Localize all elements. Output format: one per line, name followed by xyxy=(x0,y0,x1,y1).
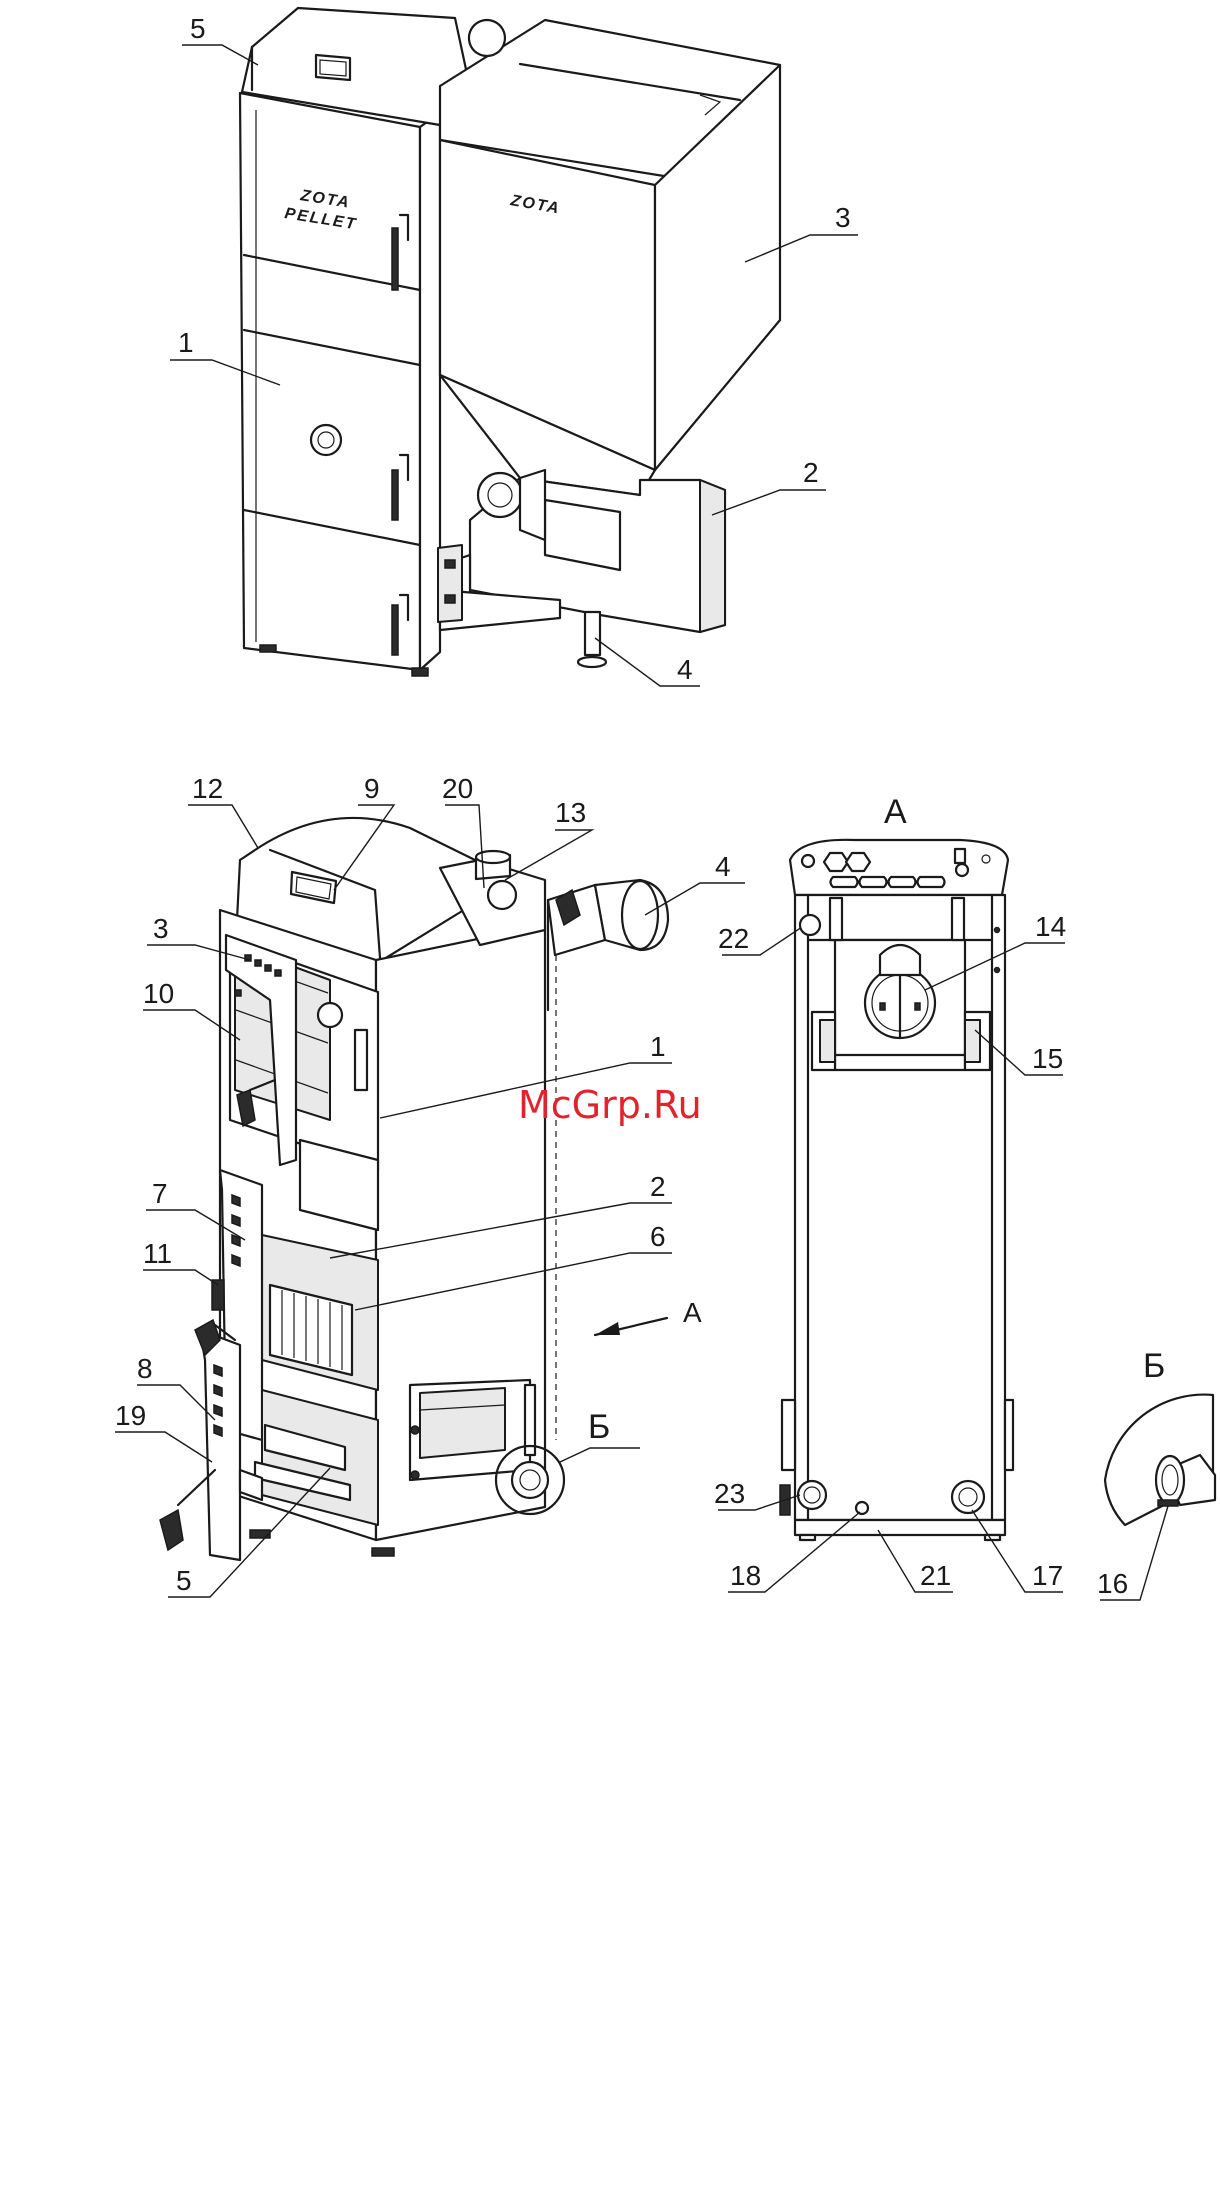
callout-2: 2 xyxy=(650,1171,666,1202)
callout-7: 7 xyxy=(152,1178,168,1209)
callout-top-4: 5 xyxy=(190,13,206,44)
callout-b-label: Б xyxy=(588,1408,610,1446)
callout-12: 12 xyxy=(192,773,223,804)
callout-10: 10 xyxy=(143,978,174,1009)
callout-15: 15 xyxy=(1032,1043,1063,1074)
watermark: McGrp.Ru xyxy=(518,1083,702,1127)
callout-14: 14 xyxy=(1035,911,1066,942)
nut-icon xyxy=(824,853,848,871)
sight-glass-icon xyxy=(311,425,341,455)
return-pipe-icon xyxy=(798,1481,826,1509)
arrow-a-label: А xyxy=(683,1297,702,1328)
callout-16: 16 xyxy=(1097,1568,1128,1599)
callout-top-1: 1 xyxy=(178,327,194,358)
rear-view-a: А xyxy=(780,793,1013,1540)
door-handle-icon xyxy=(392,228,398,290)
view-a-arrow: А xyxy=(595,1297,702,1335)
detail-b-title: Б xyxy=(1143,1347,1165,1385)
view-a-title: А xyxy=(884,793,907,831)
callout-11: 11 xyxy=(143,1238,172,1269)
callout-19: 19 xyxy=(115,1400,146,1431)
feeder-motor-icon xyxy=(478,473,522,517)
detail-b-view: Б 16 xyxy=(1097,1347,1215,1600)
callout-22: 22 xyxy=(718,923,749,954)
callout-13: 13 xyxy=(555,797,586,828)
callout-1: 1 xyxy=(650,1031,666,1062)
callout-top-2: 2 xyxy=(803,457,819,488)
callout-21: 21 xyxy=(920,1560,951,1591)
callout-top-5: 4 xyxy=(677,654,693,685)
callout-4: 4 xyxy=(715,851,731,882)
callout-20: 20 xyxy=(442,773,473,804)
callout-9: 9 xyxy=(364,773,380,804)
callout-6: 6 xyxy=(650,1221,666,1252)
callout-5: 5 xyxy=(176,1565,192,1596)
callout-23: 23 xyxy=(714,1478,745,1509)
callout-3: 3 xyxy=(153,913,169,944)
callout-18: 18 xyxy=(730,1560,761,1591)
callout-17: 17 xyxy=(1032,1560,1063,1591)
callout-8: 8 xyxy=(137,1353,153,1384)
callout-top-3: 3 xyxy=(835,202,851,233)
pellet-boiler-assembly: ZOTA PELLET ZOTA xyxy=(240,8,780,676)
